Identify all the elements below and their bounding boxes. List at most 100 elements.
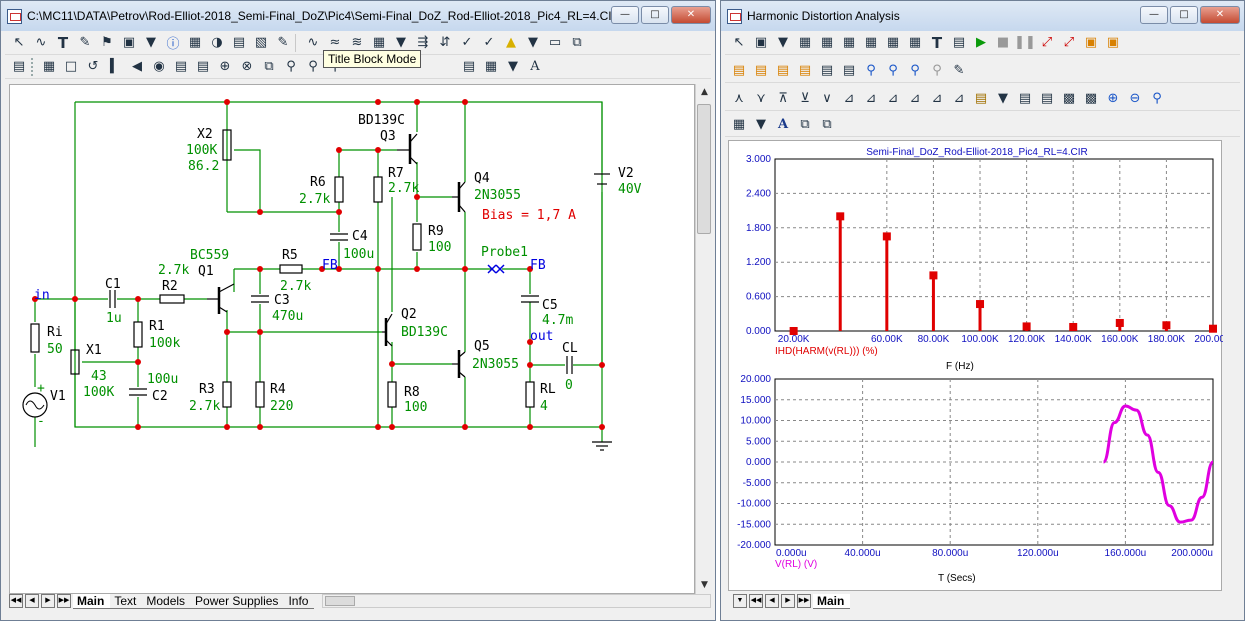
- flag-mode-icon[interactable]: ⚑: [101, 35, 113, 50]
- frame-1-icon[interactable]: ▣: [1084, 35, 1098, 50]
- properties-icon[interactable]: ▤: [12, 59, 26, 74]
- copy-page-icon[interactable]: ⧉: [572, 35, 582, 50]
- schematic-vertical-scrollbar[interactable]: ▲ ▼: [695, 84, 712, 594]
- zoom-in-icon[interactable]: ⚲: [286, 59, 296, 74]
- layout-3-icon[interactable]: ▤: [776, 63, 790, 78]
- cursor-high-icon[interactable]: ⊼: [778, 91, 788, 106]
- edit-mode-icon[interactable]: ▤: [232, 35, 246, 50]
- next-page-icon[interactable]: ▶: [781, 594, 795, 608]
- tab-power-supplies[interactable]: Power Supplies: [191, 594, 285, 609]
- resistor-rl-symbol[interactable]: [525, 381, 535, 408]
- frame-2-icon[interactable]: ▣: [1106, 35, 1120, 50]
- box-icon[interactable]: □: [64, 59, 78, 74]
- more-icon[interactable]: ▼: [528, 35, 538, 50]
- copy-1-icon[interactable]: ⧉: [800, 117, 810, 132]
- pause-icon[interactable]: ❚❚: [1014, 35, 1036, 50]
- cursor-low-icon[interactable]: ⊻: [800, 91, 810, 106]
- page-mode-icon[interactable]: ▧: [254, 35, 268, 50]
- arrow-left-icon[interactable]: ◀: [132, 59, 142, 74]
- title-block-icon[interactable]: ✎: [277, 35, 289, 50]
- graph-4-icon[interactable]: ▦: [864, 35, 878, 50]
- cursor-peak-icon[interactable]: ⋏: [734, 91, 744, 106]
- cursor-2-icon[interactable]: ⤢: [1063, 35, 1075, 50]
- fit-2-icon[interactable]: ▩: [1084, 91, 1098, 106]
- split-1-icon[interactable]: ▤: [820, 63, 834, 78]
- resistor-r8-symbol[interactable]: [387, 381, 397, 408]
- tab-main[interactable]: Main: [73, 593, 111, 609]
- resistor-r7-symbol[interactable]: [373, 176, 383, 203]
- warning-icon[interactable]: ▲: [506, 35, 516, 50]
- properties-icon[interactable]: ▤: [952, 35, 966, 50]
- last-page-icon[interactable]: ▶▶: [797, 594, 811, 608]
- menu-icon[interactable]: ▼: [733, 594, 747, 608]
- graph-6-icon[interactable]: ▦: [908, 35, 922, 50]
- schematic-canvas[interactable]: X2 100K 86.2 R6 2.7k C4 100u Q3 BD139C R…: [9, 84, 695, 594]
- cursor-slope-icon[interactable]: ⊿: [843, 91, 855, 106]
- cursor-1-icon[interactable]: ⤢: [1041, 35, 1053, 50]
- layout-menu-icon[interactable]: ▼: [508, 59, 518, 74]
- tab-info[interactable]: Info: [284, 594, 315, 609]
- pin-icon[interactable]: ▤: [462, 59, 476, 74]
- bar-left-icon[interactable]: ▍: [110, 59, 120, 74]
- layout-icon[interactable]: ▦: [732, 117, 746, 132]
- next-page-icon[interactable]: ▶: [41, 594, 55, 608]
- resistor-ri-symbol[interactable]: [30, 323, 40, 353]
- zoom-2-icon[interactable]: ⚲: [888, 63, 898, 78]
- minimize-button[interactable]: —: [1140, 6, 1168, 24]
- graph-3-icon[interactable]: ▦: [842, 35, 856, 50]
- first-page-icon[interactable]: ◀◀: [749, 594, 763, 608]
- graph-5-icon[interactable]: ▦: [886, 35, 900, 50]
- zoom-3-icon[interactable]: ⚲: [910, 63, 920, 78]
- undo-icon[interactable]: ↺: [87, 59, 99, 74]
- analysis-titlebar[interactable]: Harmonic Distortion Analysis — □ ✕: [721, 1, 1244, 31]
- last-page-icon[interactable]: ▶▶: [57, 594, 71, 608]
- edit-icon[interactable]: ✎: [953, 63, 965, 78]
- binoculars-icon[interactable]: ◉: [153, 59, 165, 74]
- align-icon[interactable]: ▤: [174, 59, 188, 74]
- plus-circle-icon[interactable]: ⊕: [219, 59, 231, 74]
- zoom-out-icon[interactable]: ⊖: [1129, 91, 1141, 106]
- tab-main[interactable]: Main: [813, 593, 851, 609]
- cursor-top-icon[interactable]: ⊿: [953, 91, 965, 106]
- text-icon[interactable]: T: [931, 33, 943, 52]
- node-numbers-icon[interactable]: ∿: [307, 35, 319, 50]
- scroll-up-icon[interactable]: ▲: [701, 87, 708, 97]
- grid-text-icon[interactable]: ▦: [372, 35, 386, 50]
- cursor-right-icon[interactable]: ⊿: [909, 91, 921, 106]
- zoom-in-icon[interactable]: ⊕: [1107, 91, 1119, 106]
- cursor-left-icon[interactable]: ⊿: [887, 91, 899, 106]
- layout-4-icon[interactable]: ▤: [798, 63, 812, 78]
- fit-icon[interactable]: ▩: [1062, 91, 1076, 106]
- cursor-point-icon[interactable]: ⊿: [865, 91, 877, 106]
- pot-x2-symbol[interactable]: [222, 129, 232, 161]
- first-page-icon[interactable]: ◀◀: [9, 594, 23, 608]
- graph-2-icon[interactable]: ▦: [820, 35, 834, 50]
- mirror-icon[interactable]: ⇵: [439, 35, 451, 50]
- list-icon[interactable]: ▤: [1018, 91, 1032, 106]
- component-mode-icon[interactable]: ▣: [122, 35, 136, 50]
- resistor-r5-symbol[interactable]: [279, 264, 303, 274]
- zoom-out-icon[interactable]: ⚲: [308, 59, 318, 74]
- schematic-titlebar[interactable]: C:\MC11\DATA\Petrov\Rod-Elliot-2018_Semi…: [1, 1, 715, 31]
- scale-menu-icon[interactable]: ▼: [778, 35, 788, 50]
- grid-icon[interactable]: ▦: [42, 59, 56, 74]
- graph-1-icon[interactable]: ▦: [798, 35, 812, 50]
- copy-2-icon[interactable]: ⧉: [822, 117, 832, 132]
- numeric-icon[interactable]: ▤: [1040, 91, 1054, 106]
- schematic-horizontal-scrollbar[interactable]: [322, 594, 711, 608]
- resistor-r6-symbol[interactable]: [334, 176, 344, 203]
- schematic-drawing[interactable]: X2 100K 86.2 R6 2.7k C4 100u Q3 BD139C R…: [10, 85, 695, 594]
- plots-svg[interactable]: Semi-Final_DoZ_Rod-Elliot-2018_Pic4_RL=4…: [729, 141, 1232, 592]
- probe-marker[interactable]: [487, 264, 505, 274]
- resistor-r4-symbol[interactable]: [255, 381, 265, 408]
- plot-area[interactable]: Semi-Final_DoZ_Rod-Elliot-2018_Pic4_RL=4…: [728, 140, 1232, 592]
- tab-models[interactable]: Models: [142, 594, 192, 609]
- copy-icon[interactable]: ⧉: [264, 59, 274, 74]
- cursor-global-icon[interactable]: ⊿: [931, 91, 943, 106]
- arrow-down-icon[interactable]: ▼: [396, 35, 406, 50]
- split-2-icon[interactable]: ▤: [842, 63, 856, 78]
- zoom-1-icon[interactable]: ⚲: [866, 63, 876, 78]
- resistor-r9-symbol[interactable]: [412, 223, 422, 251]
- align-2-icon[interactable]: ▤: [196, 59, 210, 74]
- select-mode-icon[interactable]: ↖: [13, 35, 25, 50]
